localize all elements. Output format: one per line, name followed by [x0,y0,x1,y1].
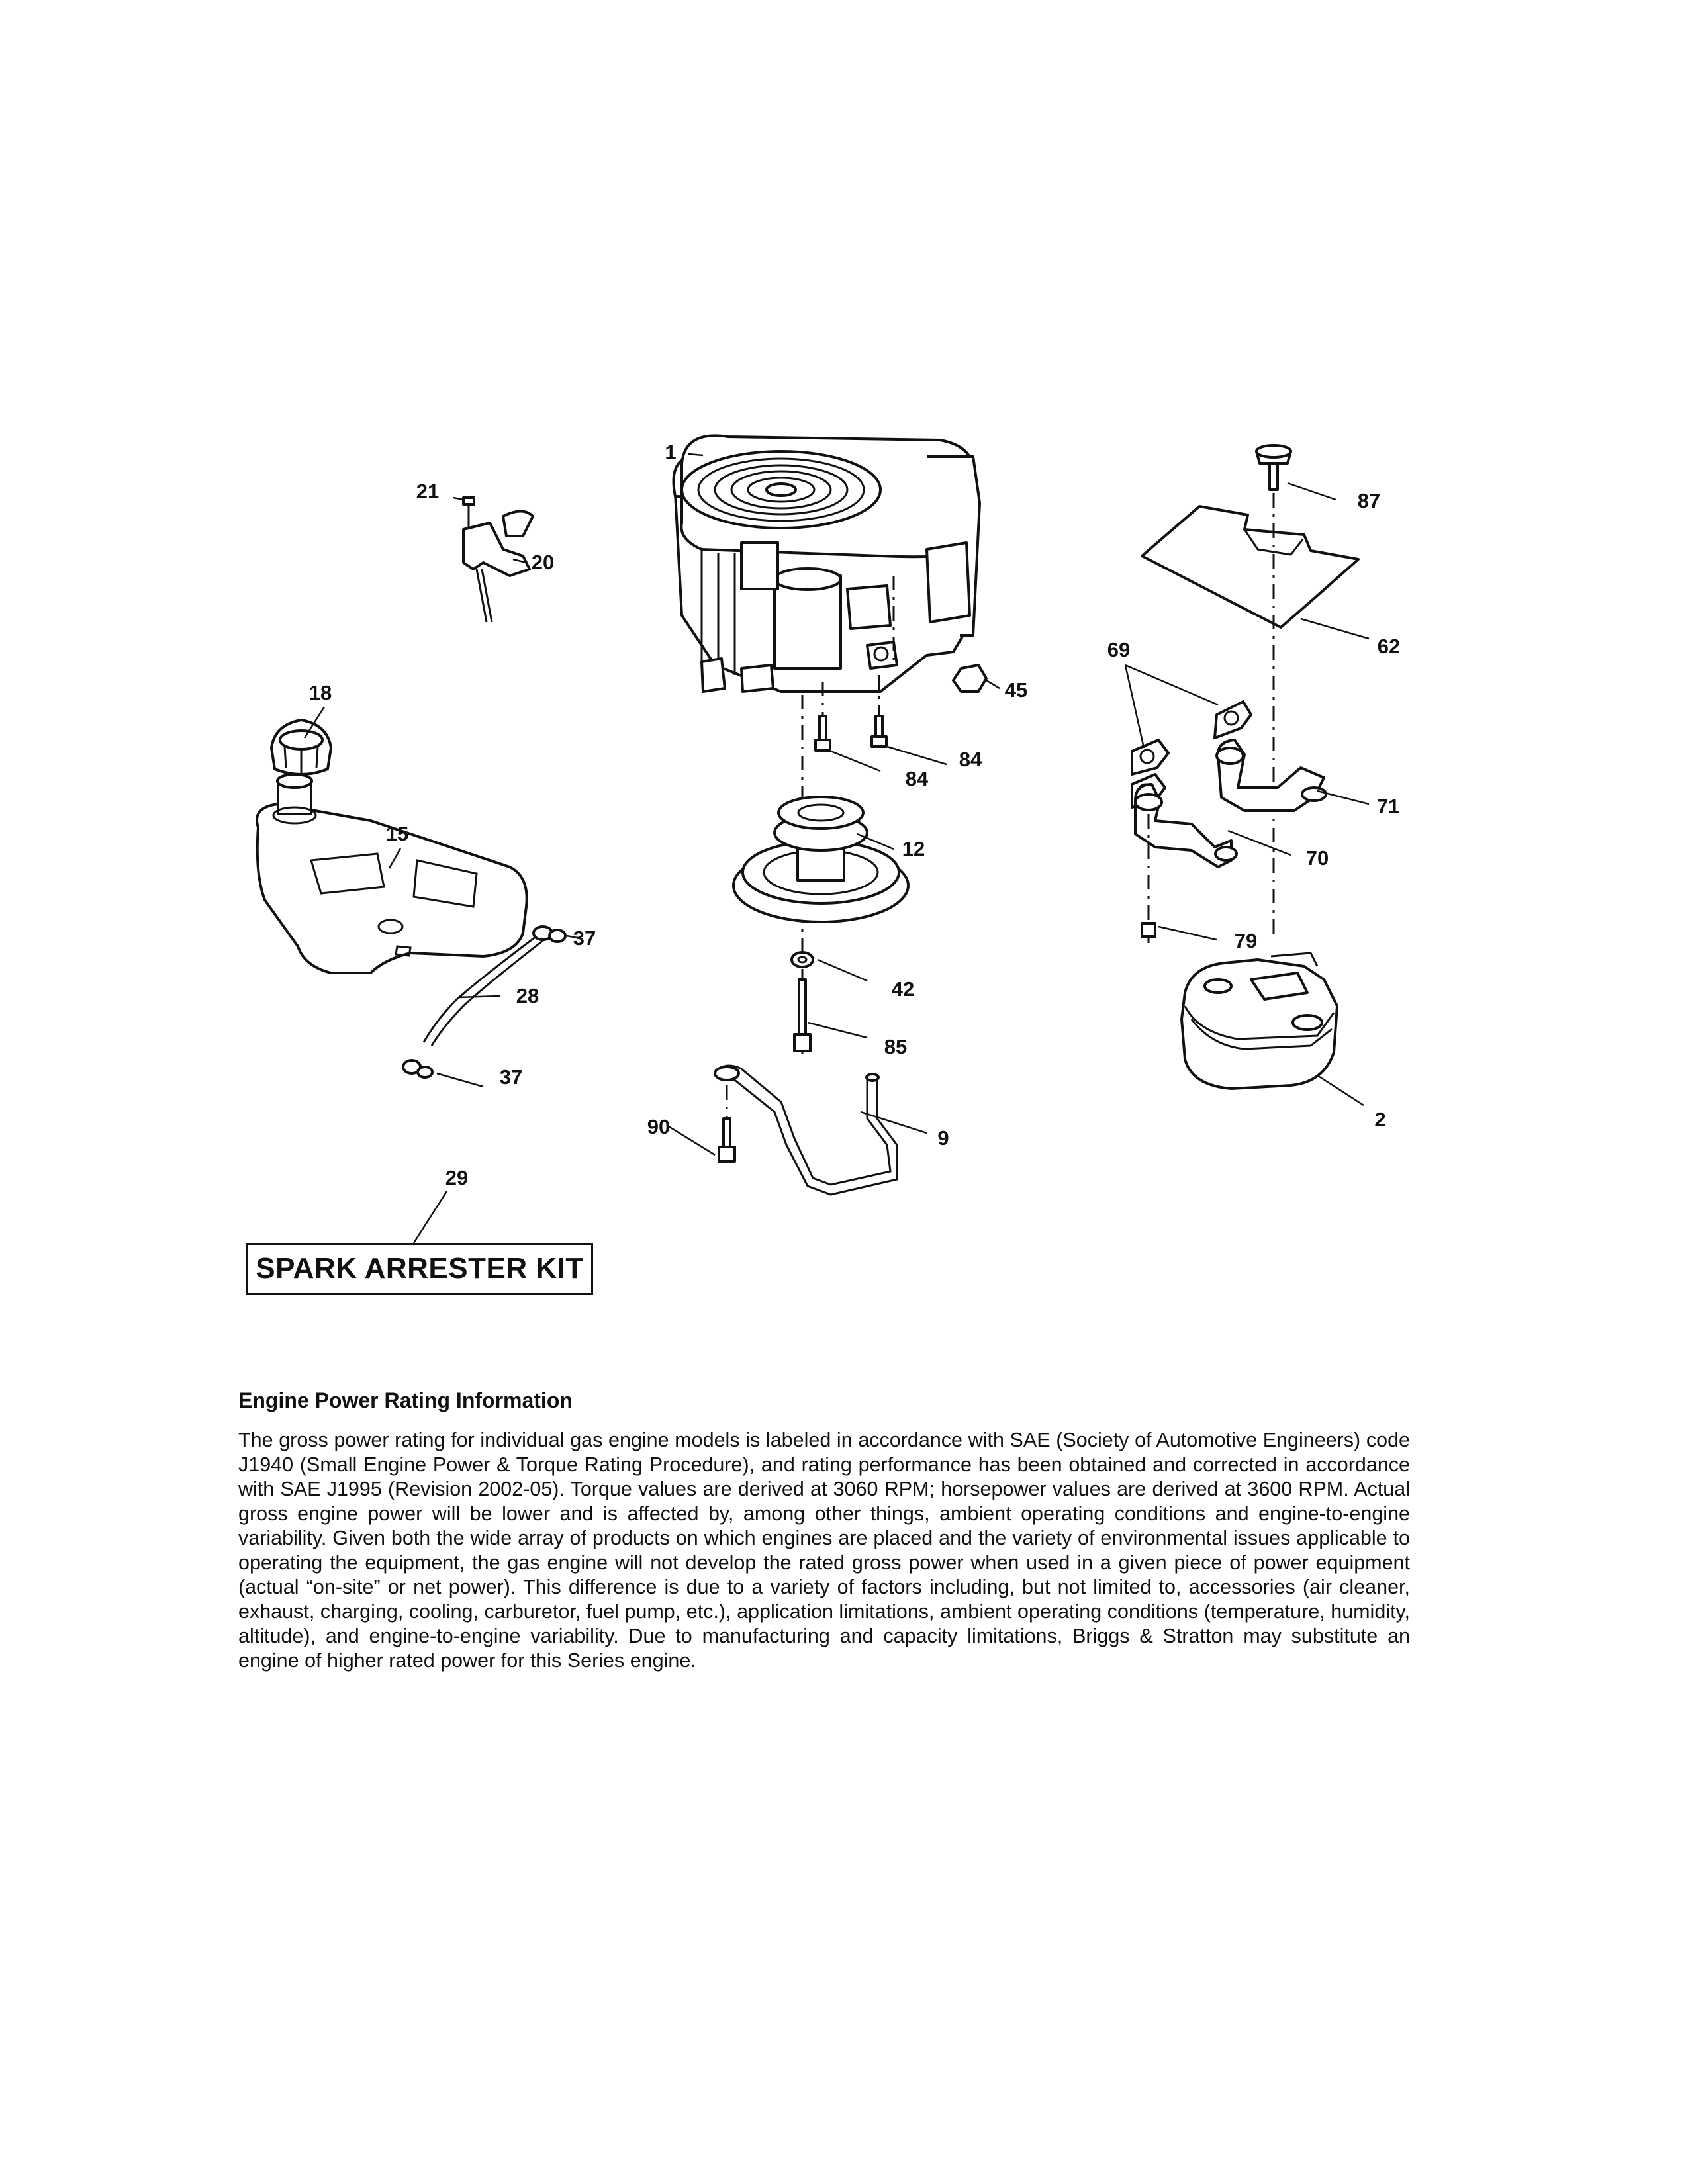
washer-42 [790,951,814,968]
callout-2: 2 [1374,1108,1385,1131]
screw-79 [1141,922,1156,943]
callout-84-left: 84 [906,767,929,790]
info-title: Engine Power Rating Information [238,1388,573,1412]
callout-37-lower: 37 [500,1066,522,1089]
clamp-37-upper [532,925,567,943]
info-body: The gross power rating for individual ga… [238,1429,1410,1672]
callout-28: 28 [516,984,539,1007]
callout-29: 29 [445,1166,468,1189]
callout-85: 85 [884,1035,907,1058]
fuel-cap-18 [270,719,332,776]
bolt-85 [793,978,812,1052]
bolt-90 [718,1085,736,1163]
callout-15: 15 [386,822,408,845]
callout-20: 20 [532,551,554,574]
callout-87: 87 [1358,489,1380,512]
fuel-tank-15 [256,773,528,974]
callout-90: 90 [647,1115,670,1138]
callout-9: 9 [937,1126,949,1150]
pulley-12 [732,796,910,923]
callout-45: 45 [1005,678,1027,702]
exhaust-pipe-71 [1215,739,1327,812]
exhaust-pipe-70 [1134,783,1238,868]
screw-87 [1255,444,1292,491]
bolt-84b [870,675,888,748]
throttle-control-20 [462,510,534,623]
bolt-84a [814,682,831,752]
bracket-9 [714,1064,898,1196]
callout-37-upper: 37 [573,927,596,950]
screw-21 [462,496,475,529]
leader-lines [303,453,1370,1244]
callout-21: 21 [416,480,439,503]
spark-arrester-kit-box: SPARK ARRESTER KIT [246,1243,593,1295]
callout-71: 71 [1377,795,1399,818]
callout-84-right: 84 [959,748,982,771]
gasket-69-b [1131,739,1170,776]
callout-79: 79 [1235,929,1257,952]
clamp-37-lower [402,1059,434,1079]
gasket-69-a [1213,700,1252,739]
callout-42: 42 [892,978,914,1001]
callout-18: 18 [309,681,332,704]
nut-45 [952,664,988,693]
callout-70: 70 [1306,846,1329,870]
callout-1: 1 [665,441,676,464]
heat-shield-62 [1141,505,1360,629]
callout-69: 69 [1107,638,1130,661]
spark-arrester-kit-label: SPARK ARRESTER KIT [256,1252,584,1285]
callout-12: 12 [902,837,925,860]
callout-62: 62 [1378,635,1400,658]
engine-assembly [672,434,981,693]
muffler-2 [1180,952,1338,1090]
